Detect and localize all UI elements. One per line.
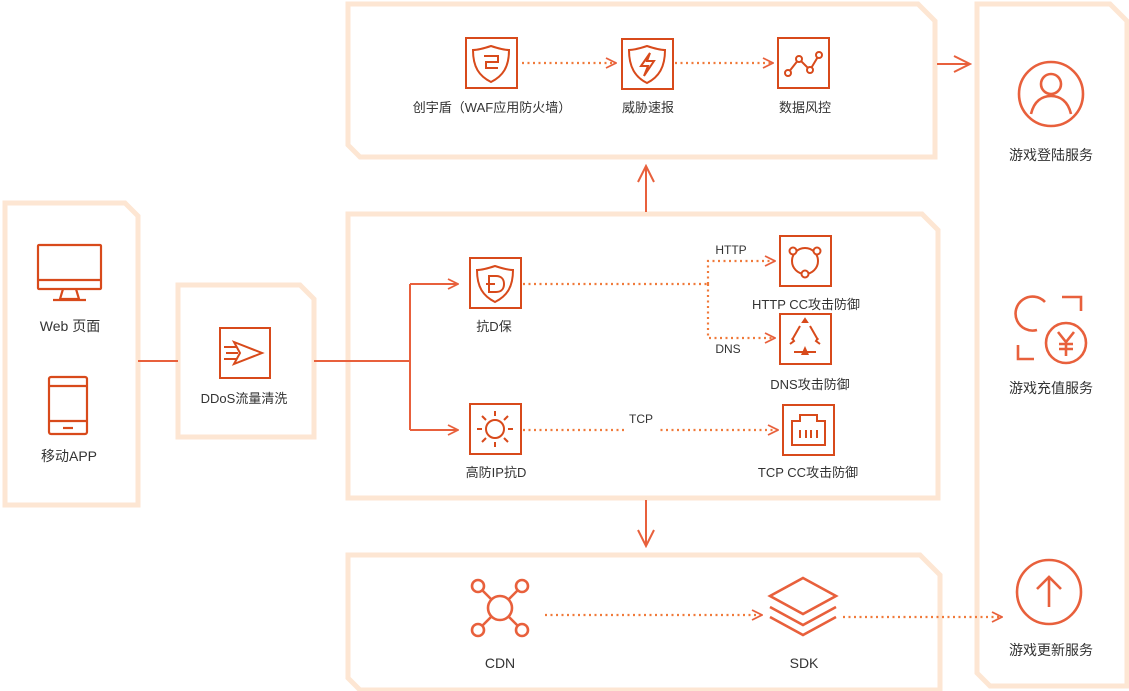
dns-recycle-icon [779,313,832,365]
high-ip-label: 高防IP抗D [465,465,527,480]
cdn-network-icon [470,578,530,638]
recharge-service-label: 游戏充值服务 [1009,380,1093,396]
waf-label: 创宇盾（WAF应用防火墙） [412,100,572,115]
tcp-edge-label: TCP [629,412,653,426]
cdn-label: CDN [484,655,516,671]
ddos-icon [219,327,271,379]
monitor-icon [36,243,103,302]
risk-chart-icon [777,37,830,89]
http-cc-icon [779,235,832,287]
services-panel [974,1,1129,689]
tcp-port-icon [782,404,835,456]
waf-shield-icon [465,37,518,89]
defense-panel [345,211,941,501]
high-ip-burst-icon [469,403,522,455]
http-edge-label: HTTP [715,243,747,257]
risk-label: 数据风控 [778,100,832,115]
kangd-to-dns-arrow [706,284,775,338]
user-login-icon [1017,60,1085,128]
update-arrow-icon [1015,558,1083,626]
recharge-coin-icon [1014,295,1088,365]
threat-shield-icon [621,38,674,90]
kangd-label: 抗D保 [476,319,512,334]
tcp-edge-label-bg [624,420,658,440]
delivery-panel [345,552,943,691]
threat-label: 威胁速报 [621,100,675,115]
sdk-label: SDK [789,655,819,671]
mobile-app-label: 移动APP [40,448,98,464]
http-cc-label: HTTP CC攻击防御 [751,297,861,312]
update-service-label: 游戏更新服务 [1009,642,1093,658]
dns-defense-label: DNS攻击防御 [770,377,850,392]
web-page-label: Web 页面 [39,318,101,334]
kangd-to-http-arrow [706,261,775,284]
sdk-layers-icon [767,576,839,637]
login-service-label: 游戏登陆服务 [1009,147,1093,163]
ddos-panel [175,282,317,440]
dns-edge-label: DNS [715,342,741,356]
tcp-cc-label: TCP CC攻击防御 [757,465,859,480]
ddos-label: DDoS流量清洗 [200,391,288,406]
kangd-shield-icon [469,257,522,309]
tablet-icon [47,375,89,436]
